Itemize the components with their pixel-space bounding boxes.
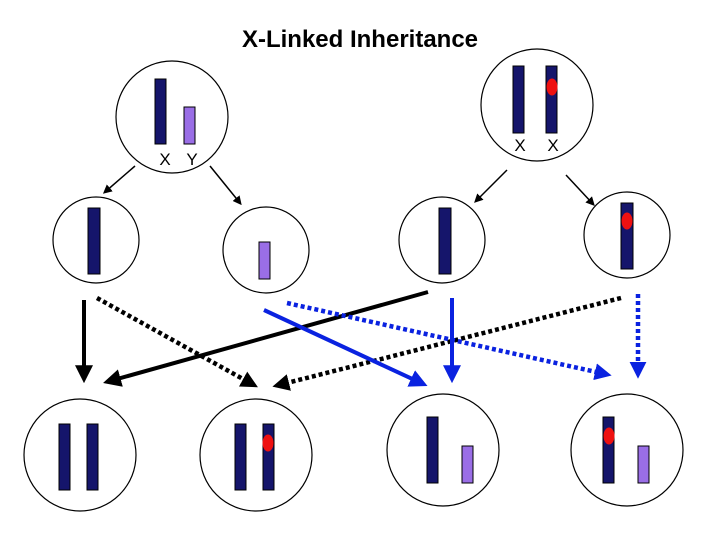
offspring-x2-chromosome — [262, 423, 275, 491]
father-cell-outline — [115, 60, 229, 174]
mother-cell-outline — [480, 48, 594, 162]
father-y-chromosome — [183, 106, 196, 145]
gamete-x-chromosome — [87, 207, 101, 275]
father-to-y-gamete-arrow — [209, 165, 242, 206]
mother-mutant-allele — [546, 78, 558, 96]
mother-x1-chromosome — [512, 65, 525, 134]
offspring-x-chromosome — [602, 416, 615, 484]
offspring-daughter-normal — [23, 398, 137, 512]
mother-x2-chromosome — [545, 65, 558, 134]
father-y-label: Y — [186, 150, 197, 169]
gamete-y-chromosome — [258, 241, 271, 280]
offspring-cell-outline — [23, 398, 137, 512]
mother-x1-label: X — [514, 136, 525, 155]
offspring-son-affected — [570, 393, 684, 507]
gamete-father-y — [222, 206, 310, 294]
mother-cell: X X — [480, 48, 594, 162]
offspring-x1-chromosome — [234, 423, 247, 491]
offspring-son-normal — [386, 393, 500, 507]
mother-to-x1-gamete-arrow — [474, 169, 508, 203]
offspring-x1-chromosome — [58, 423, 71, 491]
offspring-cell-outline — [570, 393, 684, 507]
gamete-father-x — [52, 196, 140, 284]
father-x-label: X — [159, 150, 170, 169]
offspring-mutant-allele — [603, 427, 615, 445]
father-cell: X Y — [115, 60, 229, 174]
offspring-y-chromosome — [461, 445, 474, 484]
father-x-chromosome — [154, 78, 167, 145]
gamete-x-chromosome — [438, 207, 452, 275]
gamete-mother-x-normal — [398, 196, 486, 284]
gamete-mutant-allele — [621, 212, 633, 230]
father-y-to-son1-arrow — [263, 308, 428, 387]
mother-x-to-daughter1-arrow — [103, 290, 429, 387]
father-to-x-gamete-arrow — [102, 165, 136, 194]
offspring-mutant-allele — [262, 434, 274, 452]
mother-to-x2-gamete-arrow — [565, 174, 595, 206]
offspring-y-chromosome — [637, 445, 650, 484]
father-x-to-daughter2-arrow — [95, 296, 258, 388]
father-y-to-son2-arrow — [286, 300, 612, 381]
offspring-x2-chromosome — [86, 423, 99, 491]
offspring-cell-outline — [386, 393, 500, 507]
mother-x2-label: X — [547, 136, 558, 155]
offspring-daughter-carrier — [199, 398, 313, 512]
diagram-title: X-Linked Inheritance — [242, 26, 478, 53]
offspring-cell-outline — [199, 398, 313, 512]
offspring-x-chromosome — [426, 416, 439, 484]
gamete-mother-x-mutant — [583, 191, 671, 279]
